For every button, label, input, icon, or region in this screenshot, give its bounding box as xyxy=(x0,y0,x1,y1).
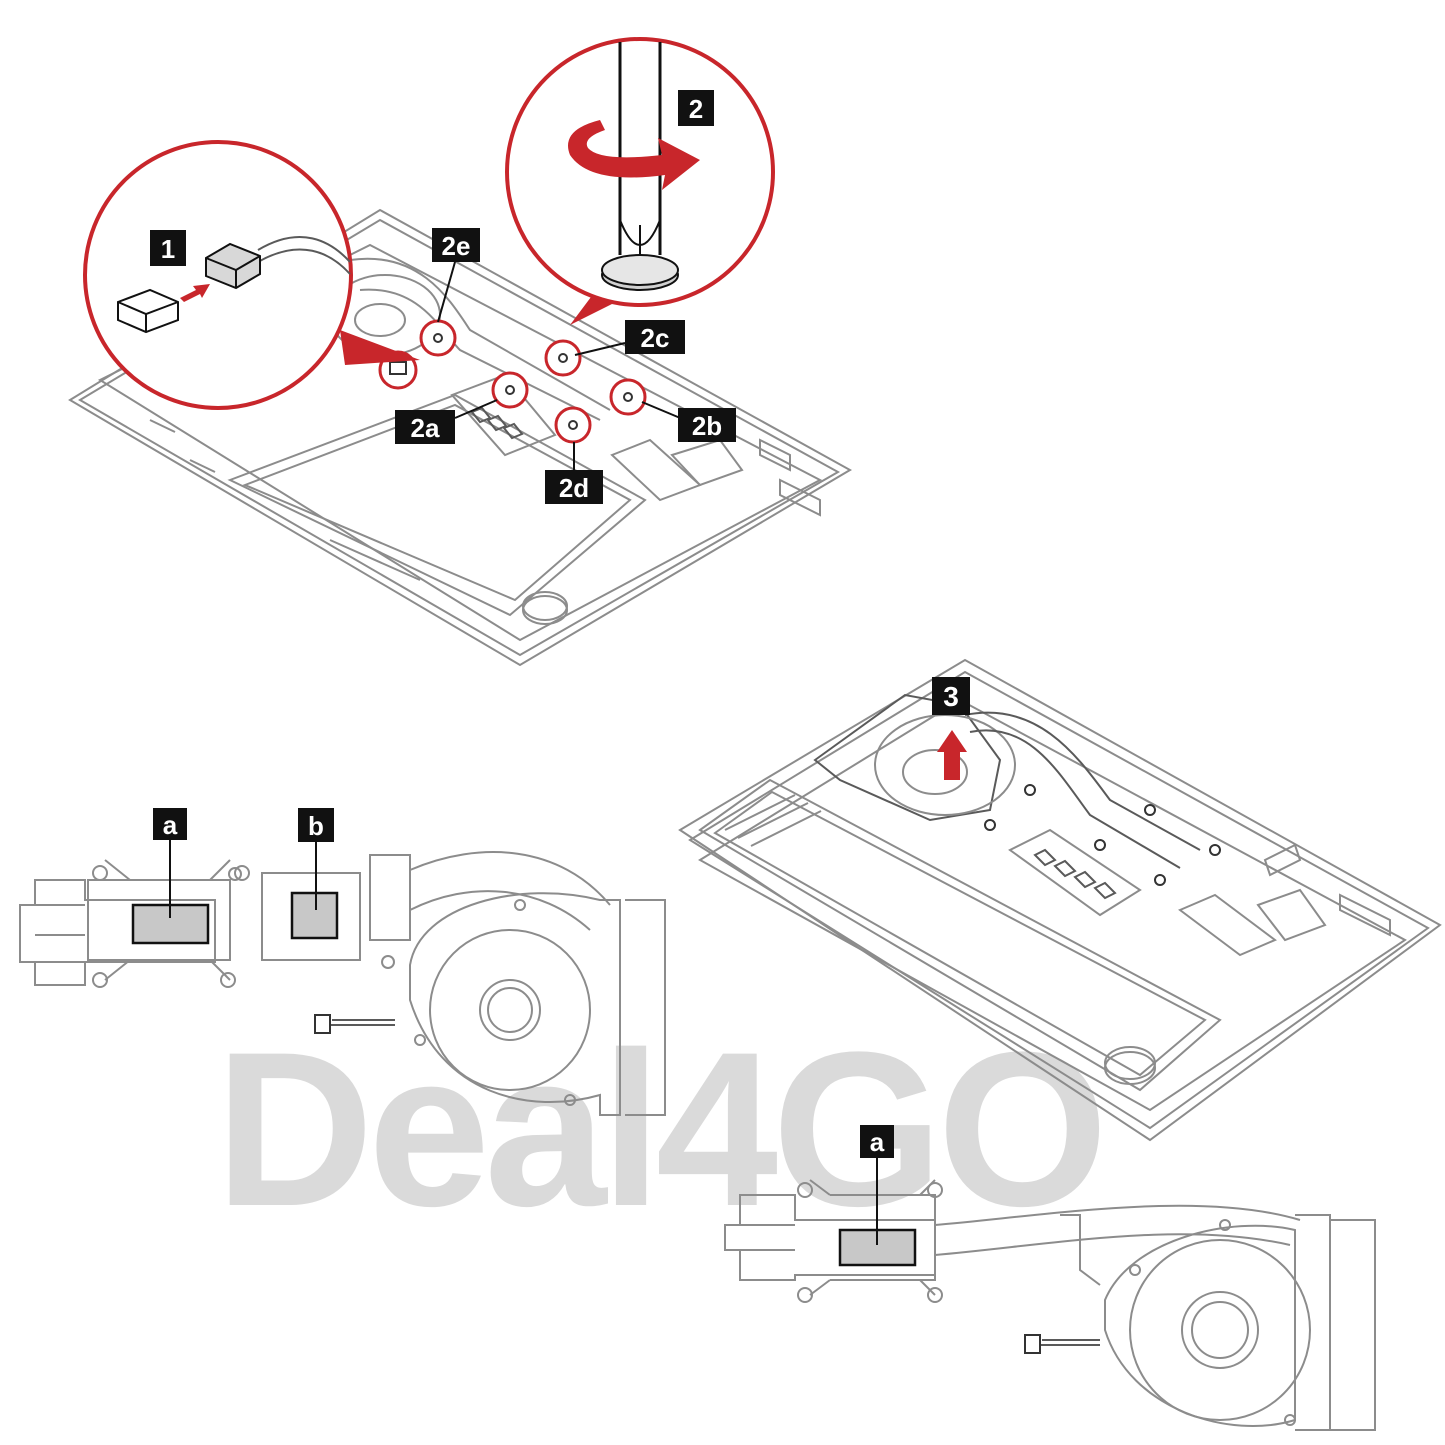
thermal-pad-b-left xyxy=(290,891,339,940)
step-label-2e-text: 2e xyxy=(442,231,471,261)
screw-2c-icon xyxy=(544,339,582,377)
step-label-2d: 2d xyxy=(545,470,603,504)
step-label-2c: 2c xyxy=(625,320,685,354)
pad-label-a-top-text: a xyxy=(163,810,178,840)
step-label-2e: 2e xyxy=(432,228,480,262)
screw-callouts xyxy=(378,319,647,444)
step-label-1: 1 xyxy=(150,230,186,266)
step-label-2-text: 2 xyxy=(689,94,703,124)
step-label-2c-text: 2c xyxy=(641,323,670,353)
screw-2b-icon xyxy=(609,378,647,416)
screw-2e-icon xyxy=(419,319,457,357)
step-label-2d-text: 2d xyxy=(559,473,589,503)
step-label-2: 2 xyxy=(678,90,714,126)
screwdriver-icon xyxy=(618,42,662,265)
step-label-2b: 2b xyxy=(678,408,736,442)
pad-label-a-top: a xyxy=(153,808,187,840)
leader-lines xyxy=(437,261,686,470)
left-heatsink-drawing xyxy=(19,851,666,1116)
right-laptop-base xyxy=(678,658,1442,1142)
pad-label-a-bottom: a xyxy=(860,1125,894,1158)
arrow-up-icon xyxy=(937,730,967,780)
watermark-text: Deal4GO xyxy=(215,1006,1102,1252)
arrow-right-icon xyxy=(180,284,210,302)
pad-label-a-bottom-text: a xyxy=(870,1127,885,1157)
right-heatsink-drawing xyxy=(724,1179,1376,1431)
step-label-2b-text: 2b xyxy=(692,411,722,441)
magnifier-screwdriver xyxy=(505,37,775,325)
screw-2d-icon xyxy=(554,406,592,444)
step-label-2a: 2a xyxy=(395,410,455,444)
step-label-1-text: 1 xyxy=(161,234,175,264)
screw-2a-icon xyxy=(491,371,529,409)
step-label-3: 3 xyxy=(932,677,970,715)
step-label-2a-text: 2a xyxy=(411,413,440,443)
step-label-3-text: 3 xyxy=(943,681,959,712)
screw-head-icon xyxy=(601,254,679,291)
rotate-arrow-icon xyxy=(568,120,700,190)
pad-label-b-top: b xyxy=(298,808,334,842)
pad-label-b-top-text: b xyxy=(308,811,324,841)
magnifier-connector xyxy=(83,140,420,410)
